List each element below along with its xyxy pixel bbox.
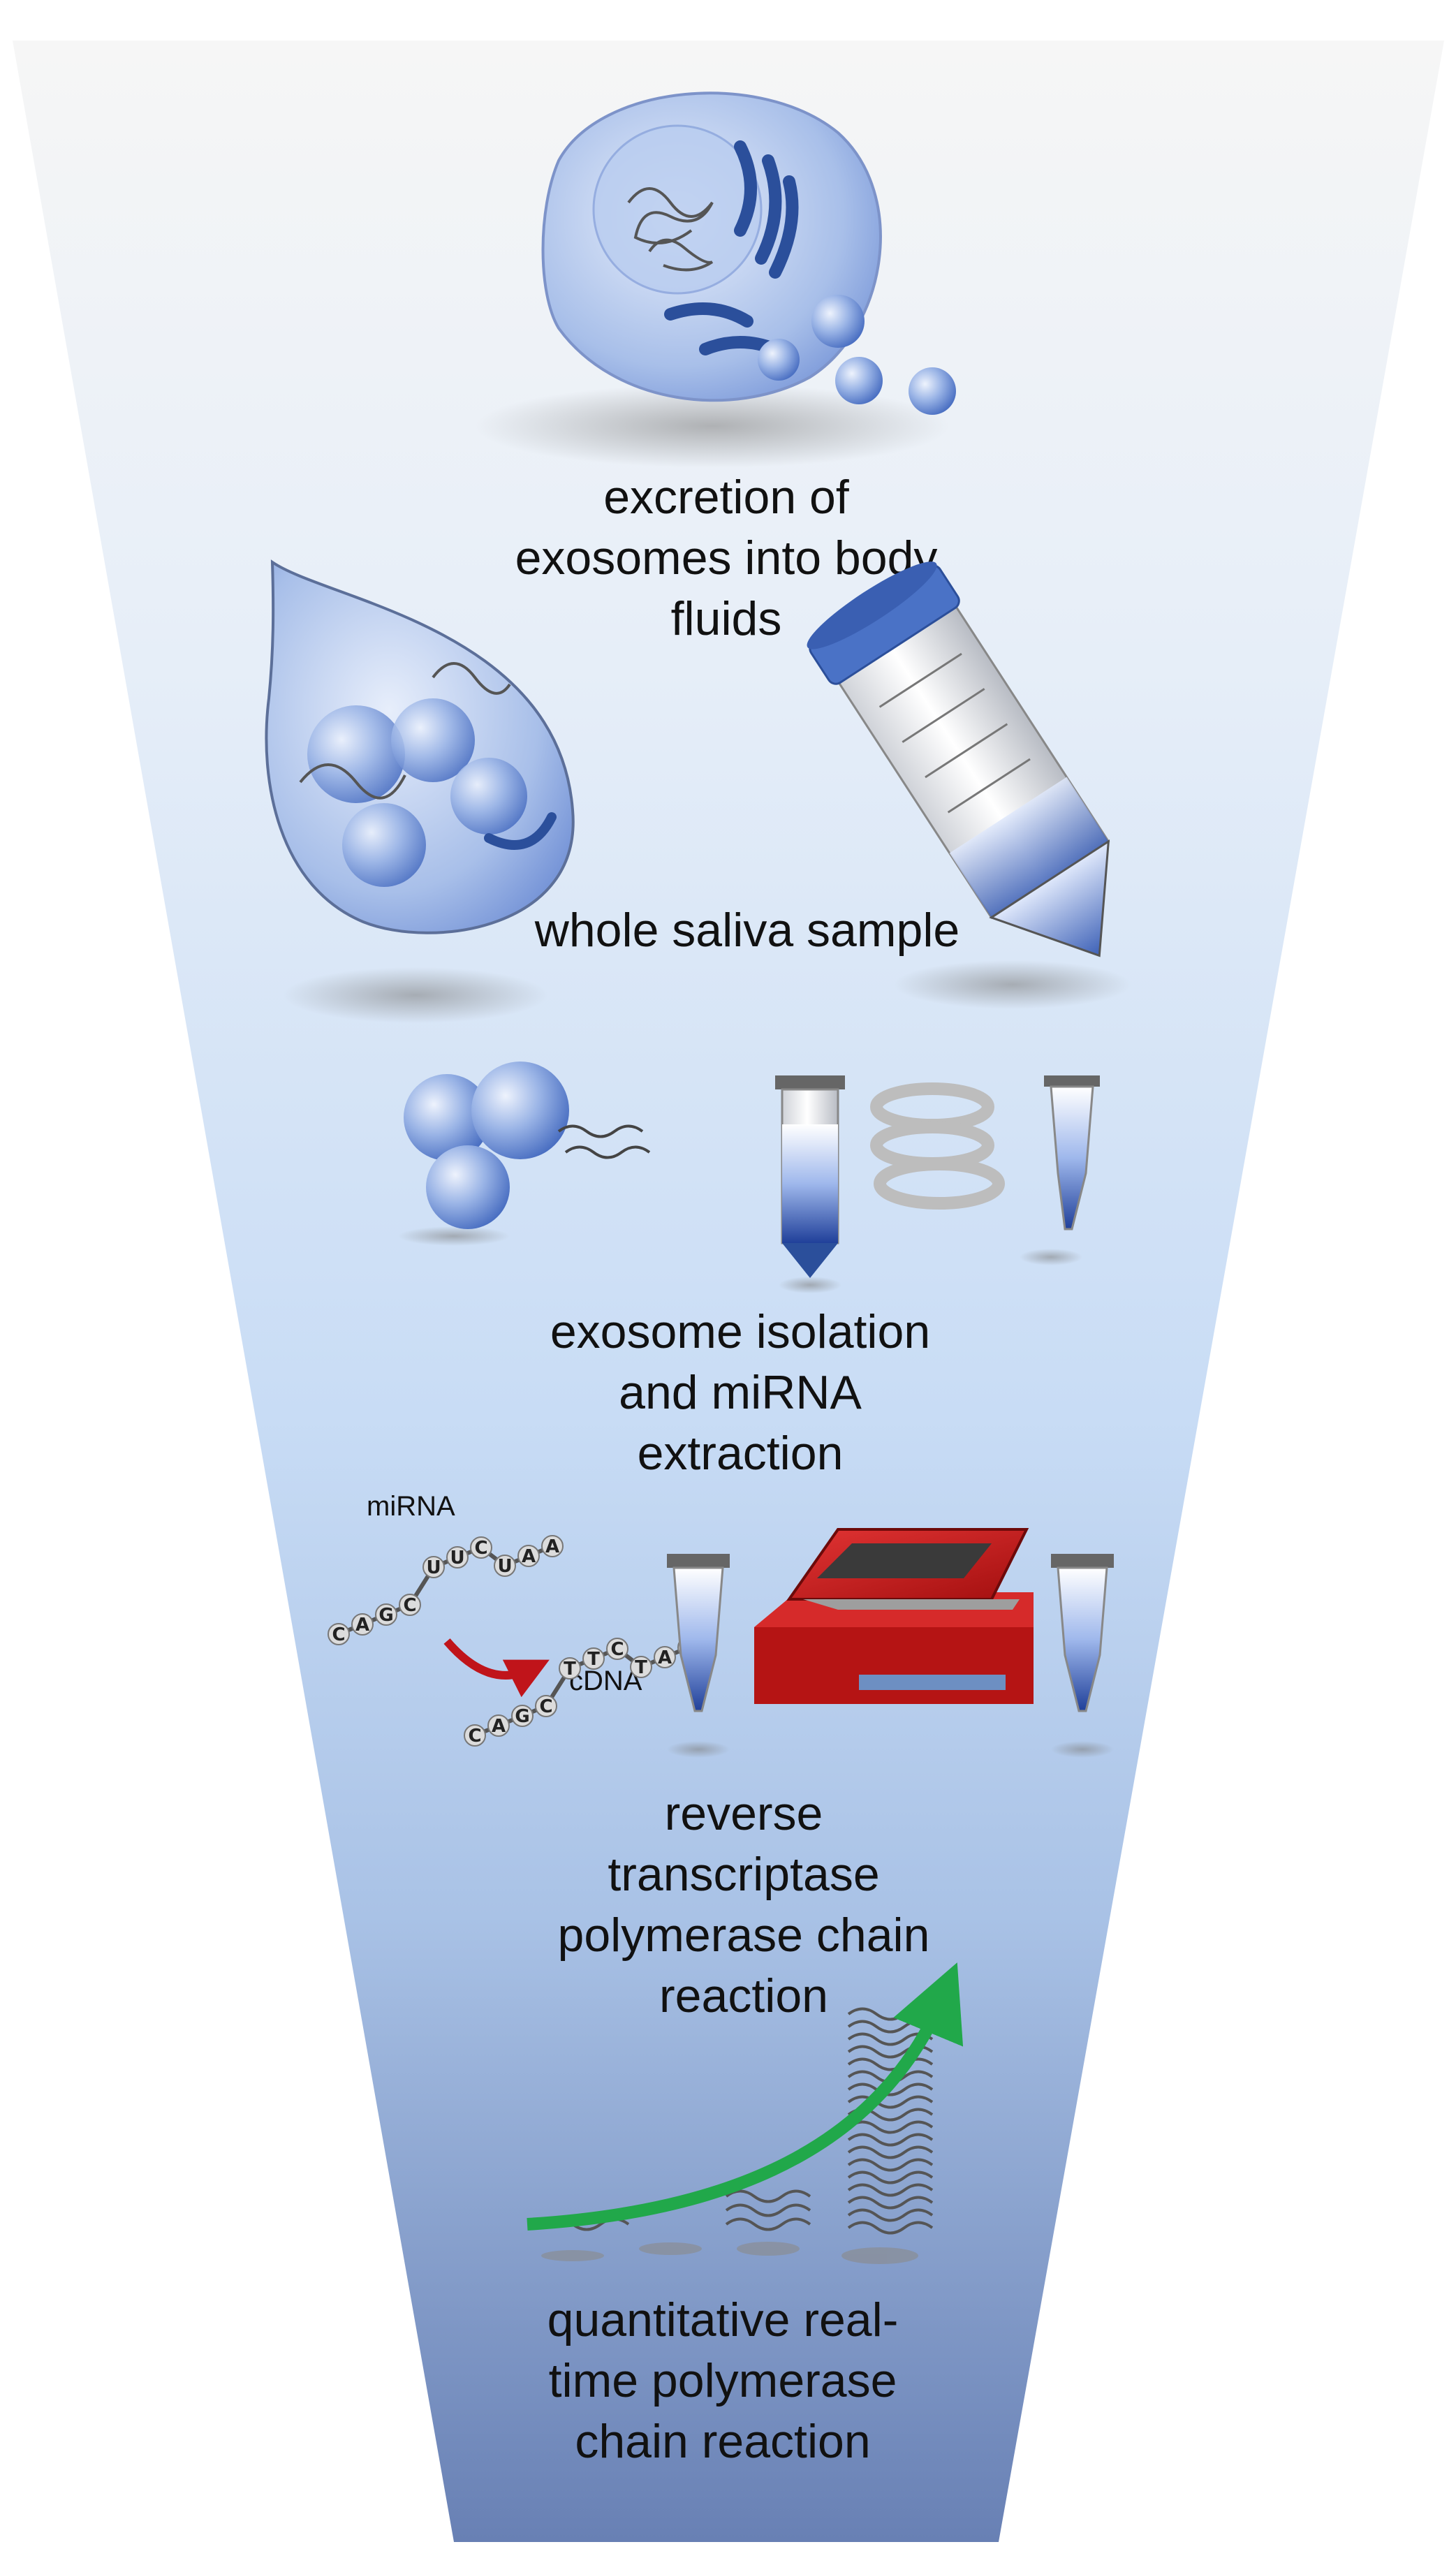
caption-line: and miRNA [619, 1366, 862, 1419]
nucleotide-bead [470, 1536, 492, 1559]
reverse-transcription-arrow [443, 1638, 550, 1698]
nucleotide-letter: T [635, 1657, 647, 1678]
nucleotide-letter: G [378, 1605, 393, 1626]
step-saliva-caption: whole saliva sample [534, 904, 960, 957]
amplified-strand [847, 2095, 934, 2109]
nucleotide-letter: A [658, 1647, 672, 1668]
amplified-strand [847, 2082, 934, 2096]
nucleotide-bead [422, 1556, 445, 1578]
cdna-strand: CAGCTTCTAA [464, 1636, 700, 1747]
nucleotide-bead [541, 1535, 564, 1557]
nucleotide-bead [464, 1724, 486, 1747]
caption-line: chain reaction [575, 2415, 870, 2468]
nucleotide-bead [494, 1555, 516, 1577]
nucleotide-letter: U [426, 1557, 441, 1578]
label-mirna: miRNA [367, 1491, 455, 1522]
caption-line: transcriptase [608, 1848, 879, 1901]
amplified-strand [847, 2133, 934, 2147]
nucleotide-bead [328, 1623, 350, 1645]
nucleotide-letter: C [474, 1538, 487, 1559]
amplification-icon [527, 1962, 964, 2264]
amplified-strand [847, 2221, 934, 2235]
caption-line: quantitative real- [547, 2293, 899, 2346]
nucleotide-letter: C [468, 1726, 481, 1747]
amplified-strand [847, 2183, 934, 2197]
nucleotide-bead [559, 1657, 581, 1680]
caption-line: polymerase chain [558, 1909, 930, 1962]
amplified-strand [847, 2196, 934, 2210]
step-rtpcr-caption: reverse transcriptase polymerase chain r… [558, 1787, 930, 2022]
falcon-tube-icon [807, 561, 1131, 1009]
amplified-strand [847, 2057, 934, 2071]
step-qpcr-caption: quantitative real- time polymerase chain… [547, 2293, 899, 2468]
caption-line: fluids [671, 592, 782, 645]
amplified-strand [847, 2208, 934, 2222]
nucleotide-bead [630, 1656, 652, 1678]
caption-line: reaction [659, 1969, 828, 2022]
nucleotide-bead [375, 1603, 397, 1626]
nucleotide-bead [582, 1647, 605, 1670]
step-isolation-caption: exosome isolation and miRNA extraction [550, 1305, 930, 1480]
nucleotide-letter: U [450, 1548, 464, 1569]
nucleotide-letter: A [492, 1716, 506, 1737]
nucleotide-letter: T [587, 1649, 600, 1670]
nucleotide-letter: C [610, 1639, 624, 1660]
nucleotide-letter: G [515, 1706, 529, 1727]
caption-line: exosome isolation [550, 1305, 930, 1358]
caption-line: time polymerase [549, 2354, 897, 2407]
nucleotide-letter: A [522, 1546, 536, 1567]
nucleotide-letter: U [497, 1556, 512, 1577]
amplified-strand [847, 2170, 934, 2184]
saliva-drop-icon [265, 559, 575, 1023]
label-cdna: cDNA [569, 1666, 642, 1696]
step-excretion-caption: excretion of exosomes into body fluids [515, 471, 938, 645]
exosome-cluster-icon [398, 1062, 651, 1246]
amplified-strand [847, 2145, 934, 2159]
caption-line: whole saliva sample [534, 904, 960, 957]
caption-line: excretion of [603, 471, 849, 524]
nucleotide-letter: T [564, 1659, 576, 1680]
caption-line: extraction [638, 1427, 844, 1480]
nucleotide-bead [446, 1546, 469, 1569]
amplified-strand [847, 2120, 934, 2134]
caption-line: reverse [665, 1787, 823, 1840]
nucleotide-bead [654, 1646, 676, 1668]
amplified-strand [847, 2158, 934, 2172]
nucleotide-bead [351, 1613, 374, 1636]
nucleotide-letter: C [539, 1696, 552, 1717]
caption-line: exosomes into body [515, 531, 938, 585]
centrifuge-icon [775, 1075, 1100, 1293]
nucleotide-bead [487, 1714, 510, 1737]
nucleotide-letter: A [355, 1615, 369, 1636]
pcr-tube-right-icon [1051, 1554, 1114, 1758]
nucleotide-bead [517, 1545, 540, 1567]
nucleotide-letter: A [545, 1536, 559, 1557]
nucleotide-letter: C [332, 1624, 345, 1645]
amplification-arrow-icon [527, 1962, 964, 2231]
cell-icon [475, 91, 956, 468]
nucleotide-bead [399, 1594, 421, 1616]
pcr-tube-left-icon [667, 1554, 730, 1758]
nucleotide-bead [606, 1638, 628, 1660]
nucleotide-bead [511, 1705, 534, 1727]
thermocycler-icon [754, 1528, 1034, 1704]
nucleotide-letter: C [403, 1595, 416, 1616]
